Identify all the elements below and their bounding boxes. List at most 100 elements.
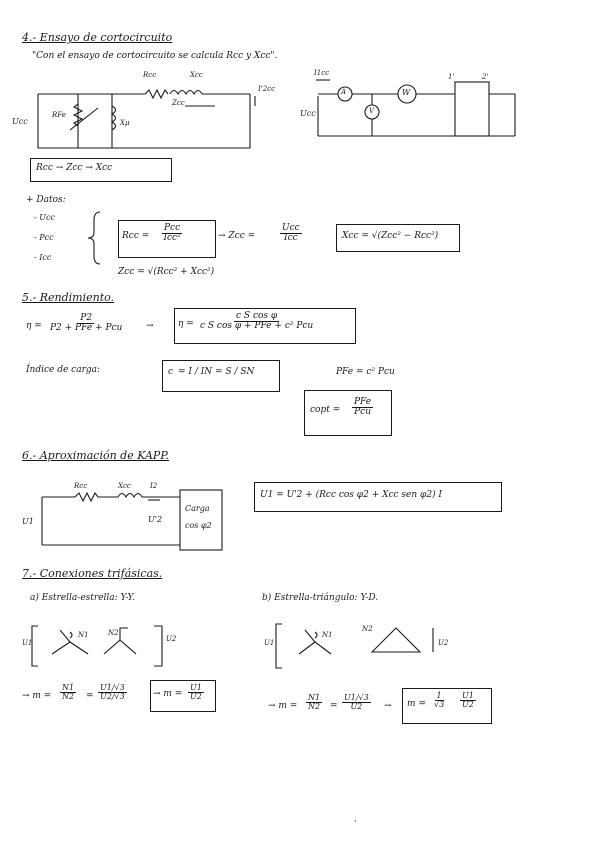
star-delta-label: b) Estrella-triángulo: Y-D. bbox=[262, 593, 379, 603]
zcc-magnitude-formula: Zcc = √(Rcc² + Xcc²) bbox=[118, 267, 215, 277]
yd-label-u1: U1 bbox=[264, 639, 275, 647]
yy-m-result-num: U1 bbox=[188, 683, 204, 694]
wattmeter-icon: W bbox=[402, 88, 411, 97]
yy-label-n2: N2 bbox=[108, 629, 119, 637]
yd-m-turns-fraction: N1 N2 bbox=[306, 693, 323, 712]
kapp-circuit bbox=[41, 489, 223, 551]
copt-den: Pcu bbox=[354, 407, 372, 418]
eta-detailed-lhs: η = bbox=[178, 319, 194, 329]
zcc-formula-fraction: Ucc Icc bbox=[280, 223, 302, 244]
yy-m-result-lhs: → m = bbox=[153, 689, 183, 699]
star-star-label: a) Estrella-estrella: Y-Y. bbox=[30, 593, 136, 603]
label-xmu: Xμ bbox=[120, 119, 130, 127]
voltmeter-icon: V bbox=[369, 107, 375, 115]
section-4-title: 4.- Ensayo de cortocircuito bbox=[22, 31, 173, 44]
section-6-title: 6.- Aproximación de KAPP. bbox=[22, 449, 170, 462]
eta-lhs: η = bbox=[26, 321, 42, 331]
kapp-cosphi-label: cos φ2 bbox=[185, 521, 212, 530]
label-1prime: 1' bbox=[448, 73, 455, 81]
yd-m-arrow: → bbox=[384, 701, 392, 711]
kapp-formula: U1 = U'2 + (Rcc cos φ2 + Xcc sen φ2) I bbox=[260, 490, 442, 500]
yy-label-n1: N1 bbox=[78, 631, 89, 639]
yy-m-n1: N1 bbox=[60, 683, 77, 694]
yy-m-u2: U2/√3 bbox=[100, 692, 125, 702]
datos-pcc: - Pcc bbox=[34, 233, 54, 242]
yd-m-lhs: → m = bbox=[268, 701, 298, 711]
zcc-formula-den: Icc bbox=[284, 233, 298, 244]
yd-m-u1: U1/√3 bbox=[342, 693, 371, 704]
label-i1cc: I1cc bbox=[314, 69, 330, 77]
label-2prime: 2' bbox=[482, 73, 489, 81]
pfe-equation: PFe = c² Pcu bbox=[336, 367, 395, 377]
yd-m-n2: N2 bbox=[308, 702, 321, 712]
kapp-carga-label: Carga bbox=[185, 504, 210, 513]
rcc-formula-box bbox=[118, 220, 216, 258]
yy-m-n2: N2 bbox=[62, 692, 75, 702]
datos-ucc: - Ucc bbox=[34, 213, 55, 222]
yd-m-n1: N1 bbox=[306, 693, 323, 704]
yd-m-result-coef-den: √3 bbox=[434, 700, 445, 710]
copt-fraction: PFe Pcu bbox=[352, 397, 374, 418]
eta-detailed-box bbox=[174, 308, 356, 344]
yy-m-lhs: → m = bbox=[22, 691, 52, 701]
yy-m-result-den: U2 bbox=[190, 692, 202, 702]
copt-lhs: copt = bbox=[310, 405, 341, 415]
rcc-formula-fraction: Pcc Icc² bbox=[162, 223, 183, 244]
xcc-formula: Xcc = √(Zcc² − Rcc²) bbox=[342, 231, 439, 241]
yy-label-u1: U1 bbox=[22, 639, 33, 647]
ammeter-icon: A bbox=[341, 88, 347, 96]
yy-m-result-fraction: U1 U2 bbox=[188, 683, 204, 702]
yy-m-result-box bbox=[150, 680, 216, 712]
eta-den: P2 + PFe + Pcu bbox=[50, 323, 123, 334]
label-rfe: RFe bbox=[52, 111, 66, 119]
yy-label-u2: U2 bbox=[166, 635, 177, 643]
kapp-label-u1: U1 bbox=[22, 517, 34, 526]
yd-m-result-coef: 1 √3 bbox=[434, 691, 445, 710]
kapp-label-u2: U'2 bbox=[148, 515, 163, 524]
label-zcc: Zcc bbox=[172, 99, 185, 107]
yd-m-result-num: U1 bbox=[460, 691, 476, 702]
section-4-intro: "Con el ensayo de cortocircuito se calcu… bbox=[32, 51, 278, 61]
eta-fraction: P2 P2 + PFe + Pcu bbox=[50, 313, 123, 334]
datos-icc: - Icc bbox=[34, 253, 52, 262]
kapp-label-xcc: Xcc bbox=[118, 482, 131, 490]
star-delta-drawing bbox=[275, 623, 434, 669]
short-circuit-equivalent-circuit bbox=[37, 88, 256, 149]
kapp-formula-box bbox=[254, 482, 502, 512]
indice-carga-c: c bbox=[168, 367, 174, 377]
zcc-formula-num: Ucc bbox=[280, 223, 302, 235]
yd-m-result-box bbox=[402, 688, 492, 724]
yd-m-voltage-fraction: U1/√3 U2 bbox=[342, 693, 371, 712]
measurement-circuit bbox=[316, 79, 516, 137]
label-xcc: Xcc bbox=[190, 71, 203, 79]
kapp-label-rcc: Rcc bbox=[74, 482, 88, 490]
copt-box bbox=[304, 390, 392, 436]
rcc-formula-den: Icc² bbox=[163, 233, 181, 244]
yd-m-eq: = bbox=[330, 701, 338, 711]
copt-num: PFe bbox=[352, 397, 374, 409]
yy-m-turns-fraction: N1 N2 bbox=[60, 683, 77, 702]
yd-label-n1: N1 bbox=[322, 631, 333, 639]
yd-label-n2: N2 bbox=[362, 625, 373, 633]
label-ucc: Ucc bbox=[12, 117, 28, 126]
chain-text: Rcc → Zcc → Xcc bbox=[36, 163, 113, 173]
yd-m-result-den: U2 bbox=[462, 700, 474, 710]
label-i2cc: I'2cc bbox=[258, 85, 275, 93]
chain-box bbox=[30, 158, 172, 182]
xcc-formula-box bbox=[336, 224, 460, 252]
eta-detailed-den: c S cos φ + PFe + c² Pcu bbox=[200, 321, 314, 332]
yy-m-eq: = bbox=[86, 691, 94, 701]
zcc-formula-lhs: → Zcc = bbox=[218, 231, 256, 241]
rcc-formula-num: Pcc bbox=[162, 223, 183, 235]
rcc-formula-lhs: Rcc = bbox=[122, 231, 150, 241]
eta-detailed-fraction: c S cos φ c S cos φ + PFe + c² Pcu bbox=[200, 311, 314, 332]
indice-carga-label: Índice de carga: bbox=[26, 365, 101, 375]
yd-m-result-lhs: m = bbox=[407, 699, 426, 709]
eta-detailed-num: c S cos φ bbox=[234, 311, 280, 323]
yy-m-voltage-fraction: U1/√3 U2/√3 bbox=[98, 683, 127, 702]
footer-mark: · bbox=[354, 817, 357, 827]
datos-brace bbox=[87, 211, 101, 265]
datos-label: + Datos: bbox=[26, 195, 66, 205]
eta-num: P2 bbox=[78, 313, 95, 325]
